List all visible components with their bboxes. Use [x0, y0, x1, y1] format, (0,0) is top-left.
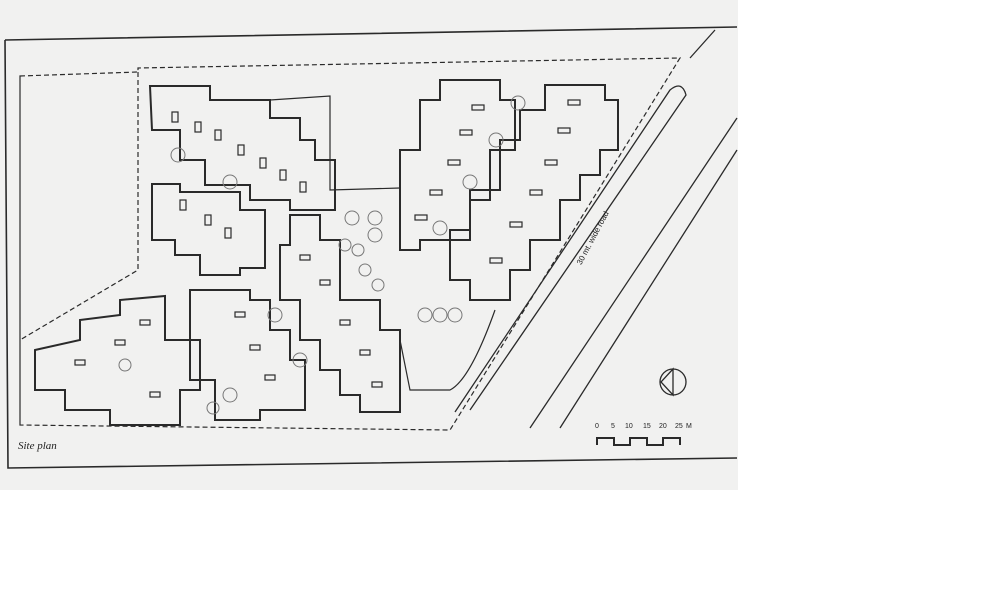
- scale-bar: [596, 437, 681, 446]
- scanned-drawing: [0, 0, 738, 490]
- scale-tick: 25: [675, 423, 683, 430]
- scale-tick: 0: [595, 423, 599, 430]
- north-arrow-icon: [659, 367, 687, 397]
- scale-tick: 15: [643, 423, 651, 430]
- frame: [4, 26, 738, 469]
- courtyard-wall: [269, 95, 496, 391]
- scale-tick: 20: [659, 423, 667, 430]
- site-boundary: [19, 57, 682, 431]
- cluster-north-west: [148, 85, 336, 211]
- unit-windows: [74, 99, 581, 398]
- road: [454, 29, 738, 429]
- cluster-center: [279, 214, 401, 413]
- cluster-north-east: [399, 79, 516, 251]
- cluster-south-west: [34, 294, 201, 426]
- site-plan-drawing: [4, 26, 738, 469]
- trees: [118, 95, 526, 415]
- building-clusters: [34, 79, 619, 426]
- cluster-east: [449, 84, 619, 301]
- scale-tick: 10: [625, 423, 633, 430]
- scale-unit: M: [686, 423, 692, 430]
- cluster-west: [151, 183, 266, 276]
- scale-tick: 5: [611, 423, 615, 430]
- cluster-south-center: [189, 289, 306, 421]
- drawing-title: Site plan: [18, 440, 57, 452]
